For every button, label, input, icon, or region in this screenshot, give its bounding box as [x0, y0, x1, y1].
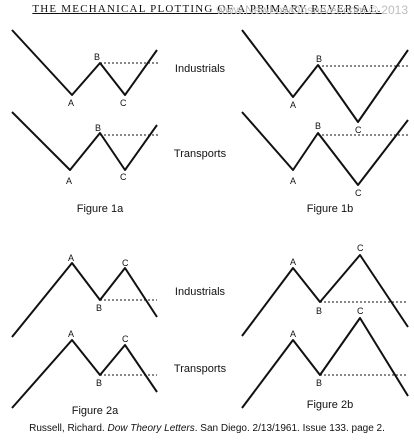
fig1a-tr-point-b: B: [95, 123, 101, 133]
fig2b-industrials-line: [241, 254, 409, 337]
fig1a-ind-point-b: B: [94, 52, 100, 62]
citation-author: Russell, Richard.: [29, 423, 105, 434]
fig1b-transports-line: [241, 111, 409, 186]
fig2b-tr-point-b: B: [316, 378, 322, 388]
fig1a-ind-point-c: C: [120, 98, 127, 108]
fig1b-tr-point-c: C: [355, 188, 362, 198]
diagram-title: THE MECHANICAL PLOTTING OF A PRIMARY REV…: [32, 3, 382, 15]
fig2b-tr-point-a: A: [290, 329, 296, 339]
figure-1a-label: Figure 1a: [77, 203, 124, 215]
fig2a-ind-point-c: C: [122, 258, 129, 268]
fig1b-tr-point-b: B: [315, 121, 321, 131]
fig2b-ind-point-a: A: [290, 257, 296, 267]
fig2-transports-label: Transports: [174, 363, 227, 375]
citation-publication: Dow Theory Letters: [107, 423, 195, 434]
figure-1b-label: Figure 1b: [307, 203, 353, 215]
figure-2b-label: Figure 2b: [307, 399, 353, 411]
fig2a-tr-point-b: B: [96, 378, 102, 388]
fig1a-ind-point-a: A: [68, 98, 74, 108]
fig2a-industrials-line: [11, 262, 158, 338]
fig1a-industrials-line: [11, 29, 158, 96]
watermark: www.NewLowObserver.com © 2013: [216, 3, 408, 17]
citation-details: . San Diego. 2/13/1961. Issue 133. page …: [194, 423, 385, 434]
fig2b-ind-point-b: B: [316, 306, 322, 316]
fig1b-ind-point-c: C: [355, 125, 362, 135]
fig2a-ind-point-a: A: [68, 253, 74, 263]
fig1b-tr-point-a: A: [290, 176, 296, 186]
fig2-industrials-label: Industrials: [175, 286, 226, 298]
fig2a-transports-line: [11, 339, 158, 409]
fig2b-ind-point-c: C: [357, 243, 364, 253]
fig1-transports-label: Transports: [174, 148, 227, 160]
fig2a-tr-point-a: A: [68, 329, 74, 339]
fig1a-transports-line: [11, 111, 158, 171]
fig1b-industrials-line: [241, 29, 409, 123]
fig2a-ind-point-b: B: [96, 303, 102, 313]
fig1b-ind-point-a: A: [290, 100, 296, 110]
fig1a-tr-point-c: C: [120, 172, 127, 182]
fig1a-tr-point-a: A: [66, 176, 72, 186]
fig2b-tr-point-c: C: [357, 306, 364, 316]
figure-2a-label: Figure 2a: [72, 405, 119, 417]
fig2a-tr-point-c: C: [122, 334, 129, 344]
fig1b-ind-point-b: B: [316, 54, 322, 64]
fig2b-transports-line: [241, 317, 409, 409]
fig1-industrials-label: Industrials: [175, 63, 226, 75]
source-citation: Russell, Richard. Dow Theory Letters. Sa…: [0, 423, 414, 434]
